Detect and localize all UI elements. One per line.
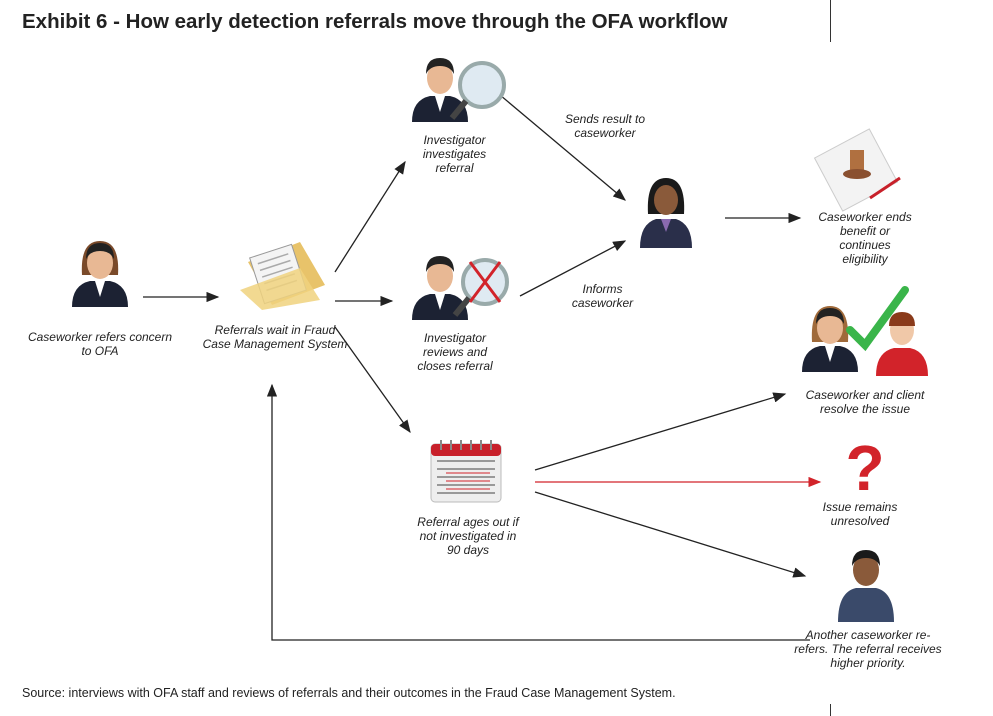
node-ages-out: Referral ages out if not investigated in…	[417, 515, 519, 557]
node-rerefers: Another caseworker re-refers. The referr…	[794, 628, 942, 670]
arrow-rerefer	[534, 491, 807, 578]
caseworker-client-check-icon	[802, 286, 928, 376]
calendar-icon	[430, 440, 502, 503]
approved-document-icon	[813, 128, 901, 212]
node-caseworker-refers: Caseworker refers concern to OFA	[27, 330, 173, 358]
divider	[830, 0, 831, 42]
edge-label-sends-result: Sends result to caseworker	[564, 112, 646, 140]
arrow-informs	[519, 240, 627, 297]
node-resolve: Caseworker and client resolve the issue	[805, 388, 925, 416]
arrow-age	[334, 326, 411, 434]
node-ends-benefit: Caseworker ends benefit or continues eli…	[818, 210, 912, 266]
folder-documents-icon	[240, 242, 325, 310]
divider	[830, 704, 831, 716]
investigator-magnifier-icon	[412, 58, 506, 122]
caseworker-icon	[640, 178, 692, 248]
investigator-magnifier-x-icon	[412, 256, 509, 320]
arrow-feedback	[266, 383, 810, 641]
arrow-resolve	[534, 392, 787, 471]
male-caseworker-icon	[838, 550, 894, 622]
edge-label-informs: Informs caseworker	[571, 282, 634, 310]
node-investigator-closes: Investigator reviews and closes referral	[417, 331, 493, 373]
female-caseworker-icon	[72, 241, 128, 307]
node-investigator-investigates: Investigator investigates referral	[422, 133, 487, 175]
arrow-investigate	[334, 160, 406, 273]
question-mark-icon: ?	[845, 432, 884, 504]
page-title: Exhibit 6 - How early detection referral…	[22, 10, 728, 33]
source-note: Source: interviews with OFA staff and re…	[22, 686, 676, 700]
node-unresolved: Issue remains unresolved	[822, 500, 898, 528]
node-referrals-wait: Referrals wait in Fraud Case Management …	[202, 323, 348, 351]
arrow-sends-result	[499, 94, 626, 201]
